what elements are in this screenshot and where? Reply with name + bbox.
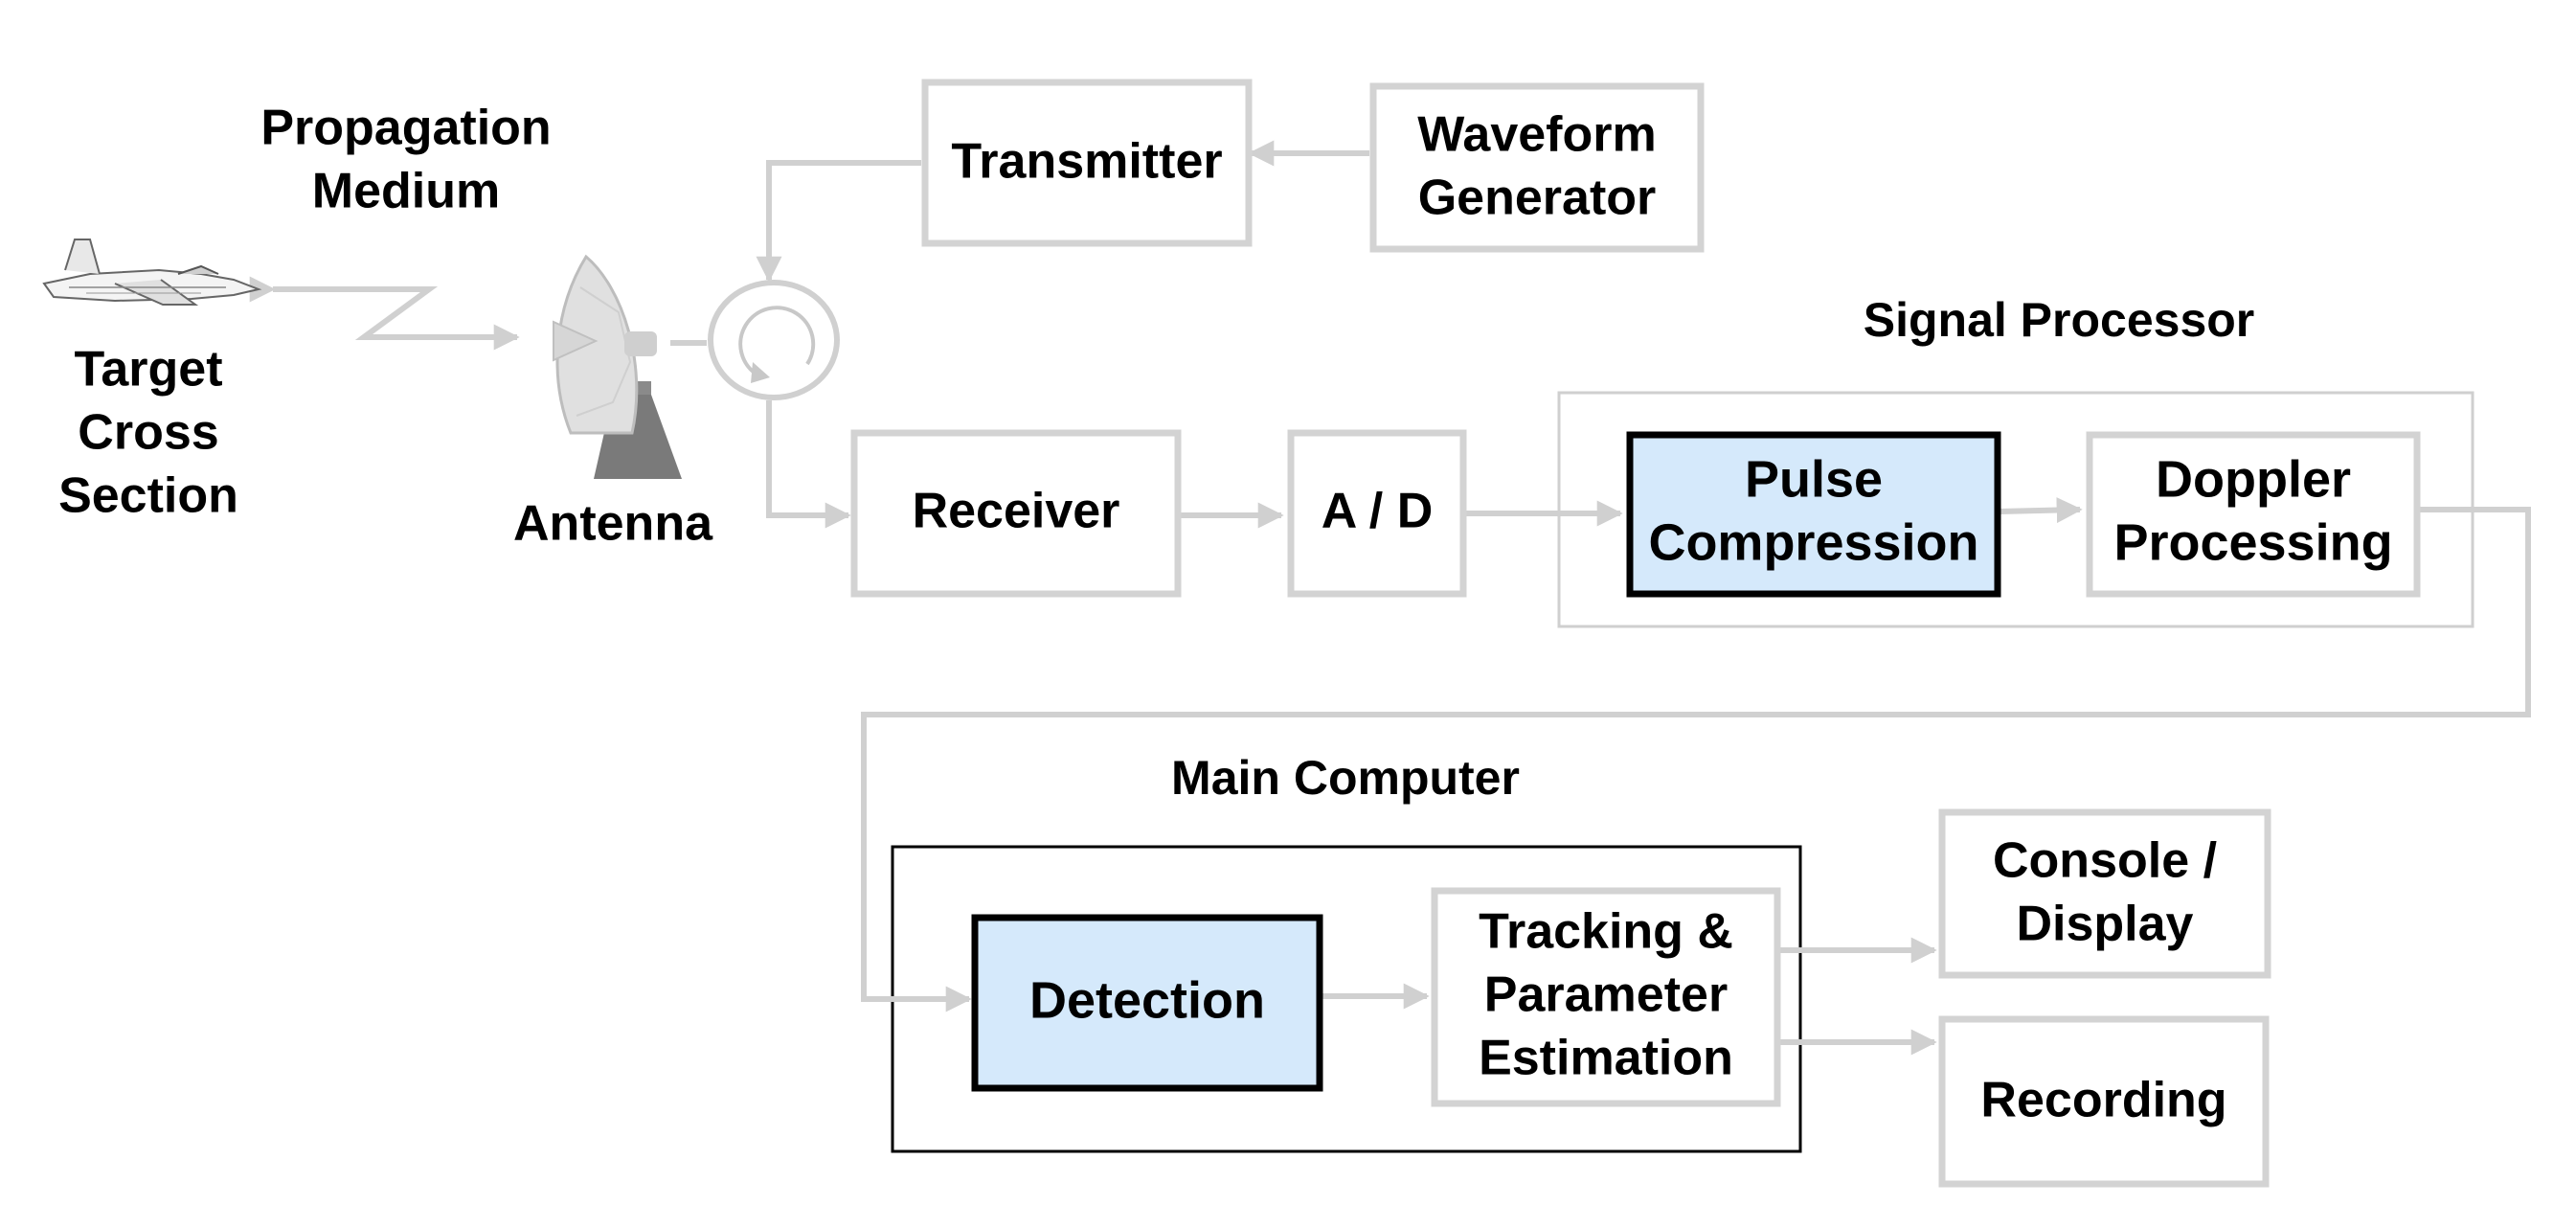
pulse-compression-label-line: Compression <box>1648 513 1978 571</box>
transmitter-block <box>921 79 1253 247</box>
connector-circulator-receiver <box>766 400 851 529</box>
pulse-compression-block <box>1626 431 2001 598</box>
console-display-label: Console / Display <box>1993 833 2217 952</box>
pulse-compression-label-line: Pulse <box>1745 450 1883 508</box>
connector-doppler-detection <box>861 507 2531 1012</box>
tracking-label-line: Parameter <box>1484 967 1728 1023</box>
transmitter-label-line: Transmitter <box>951 134 1222 190</box>
detection-block <box>971 914 1323 1092</box>
ad-block <box>1287 429 1467 598</box>
fighter-jet-icon <box>42 239 262 306</box>
target-cross-section-label-line: Section <box>58 468 238 524</box>
detection-label: Detection <box>1029 971 1265 1029</box>
signal-processor-label: Signal Processor <box>1864 293 2255 347</box>
propagation-medium-label-line: Propagation <box>260 101 551 156</box>
detection-label-line: Detection <box>1029 971 1265 1029</box>
console-display-block <box>1938 808 2271 979</box>
receiver-label: Receiver <box>913 484 1120 539</box>
waveform-generator-label-line: Waveform <box>1417 107 1656 163</box>
target-cross-section-label-line: Cross <box>78 405 218 461</box>
circulator-icon <box>708 280 840 400</box>
signal-processor-label-line: Signal Processor <box>1864 293 2255 347</box>
doppler-processing-block <box>2086 431 2421 598</box>
doppler-processing-label-line: Doppler <box>2156 450 2351 508</box>
ad-label-line: A / D <box>1322 484 1434 539</box>
ad-label: A / D <box>1322 484 1434 539</box>
recording-block <box>1938 1015 2270 1188</box>
antenna-label: Antenna <box>513 496 713 552</box>
propagation-path <box>249 276 520 351</box>
tracking-label-line: Estimation <box>1479 1031 1733 1086</box>
tracking-block <box>1431 887 1781 1107</box>
receiver-label-line: Receiver <box>913 484 1120 539</box>
transmitter-label: Transmitter <box>951 134 1222 190</box>
doppler-processing-label-line: Processing <box>2113 513 2392 571</box>
console-display-label-line: Display <box>2017 897 2194 952</box>
connector-transmitter-circulator <box>756 160 921 283</box>
waveform-generator-block <box>1369 82 1705 253</box>
recording-label: Recording <box>1980 1073 2226 1128</box>
target-cross-section-label-line: Target <box>74 342 222 398</box>
waveform-generator-label-line: Generator <box>1418 171 1657 226</box>
dish-antenna-icon <box>553 254 682 479</box>
tracking-label-line: Tracking & <box>1479 904 1733 960</box>
propagation-medium-label-line: Medium <box>312 164 500 219</box>
main-computer-label: Main Computer <box>1171 751 1520 805</box>
antenna-label-line: Antenna <box>513 496 713 552</box>
main-computer-label-line: Main Computer <box>1171 751 1520 805</box>
console-display-label-line: Console / <box>1993 833 2217 889</box>
connector-pulse-doppler <box>1999 497 2083 524</box>
receiver-block <box>850 429 1182 598</box>
recording-label-line: Recording <box>1980 1073 2226 1128</box>
